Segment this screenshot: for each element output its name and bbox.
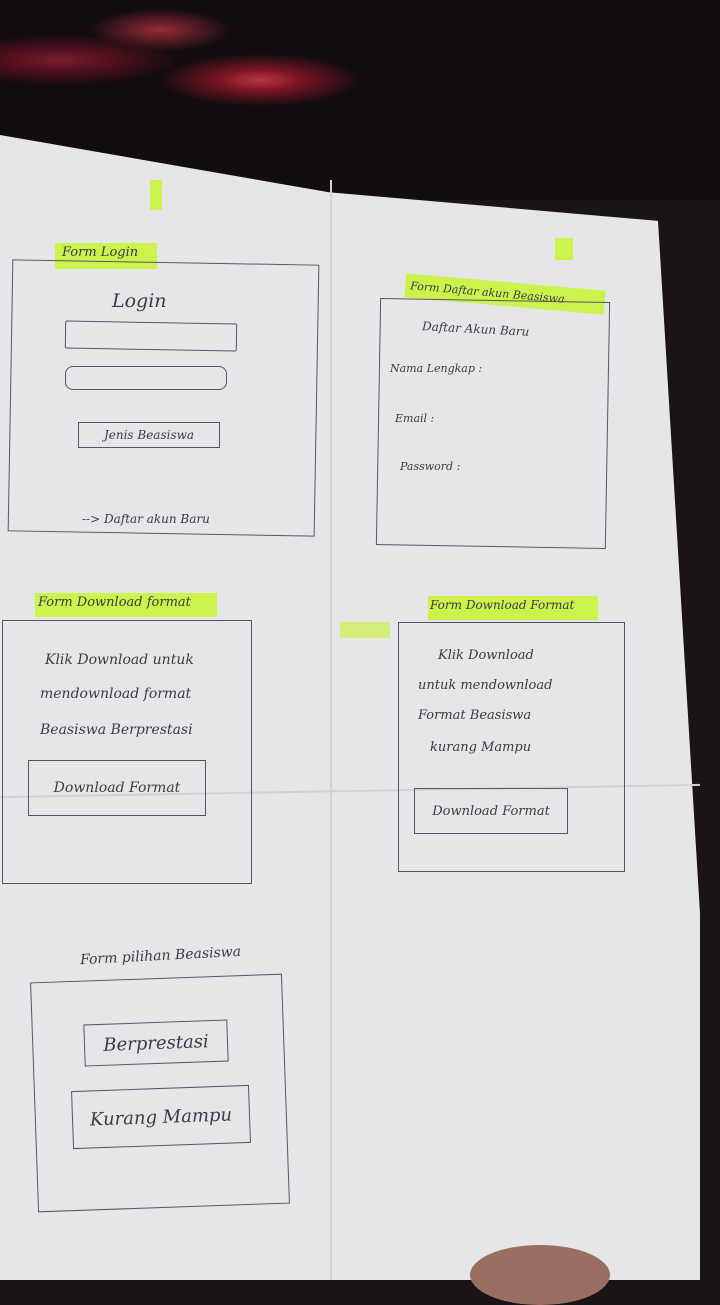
download-form-1-text-line: mendownload format <box>40 686 192 702</box>
highlight-mark <box>340 622 390 638</box>
jenis-beasiswa-button[interactable]: Jenis Beasiswa <box>78 422 220 448</box>
highlight-mark <box>150 180 162 210</box>
thumb <box>470 1245 610 1305</box>
download-form-2-tag: Form Download Format <box>430 598 575 612</box>
download-form-2-box <box>398 622 625 872</box>
paper-fold-vertical <box>330 180 332 1280</box>
email-label: Email : <box>395 412 435 425</box>
download-form-1-tag-highlight <box>35 593 217 617</box>
download-form-2-text-line: Format Beasiswa <box>418 708 532 723</box>
kurang-mampu-button[interactable]: Kurang Mampu <box>71 1084 251 1150</box>
register-link[interactable]: --> Daftar akun Baru <box>82 512 210 526</box>
login-title: Login <box>112 290 167 312</box>
download-form-1-box <box>2 620 252 884</box>
download-form-2-text-line: Klik Download <box>438 648 534 663</box>
download-format-button-2[interactable]: Download Format <box>414 788 568 834</box>
login-form-tag: Form Login <box>62 245 139 260</box>
download-form-2-text-line: kurang Mampu <box>430 740 532 755</box>
fullname-label: Nama Lengkap : <box>390 362 483 375</box>
berprestasi-button[interactable]: Berprestasi <box>83 1019 229 1067</box>
password-label: Password : <box>400 460 461 473</box>
password-field[interactable] <box>65 366 227 390</box>
download-form-1-text-line: Klik Download untuk <box>45 652 194 668</box>
download-form-2-tag-highlight <box>428 596 598 620</box>
download-format-button-1[interactable]: Download Format <box>28 760 206 816</box>
username-field[interactable] <box>64 320 238 352</box>
download-form-1-tag: Form Download format <box>38 595 191 610</box>
login-form-tag-highlight <box>55 243 157 269</box>
highlight-mark <box>555 238 573 260</box>
download-form-1-text-line: Beasiswa Berprestasi <box>40 722 193 738</box>
download-form-2-text-line: untuk mendownload <box>418 678 553 693</box>
paper-sheet <box>0 135 700 1280</box>
